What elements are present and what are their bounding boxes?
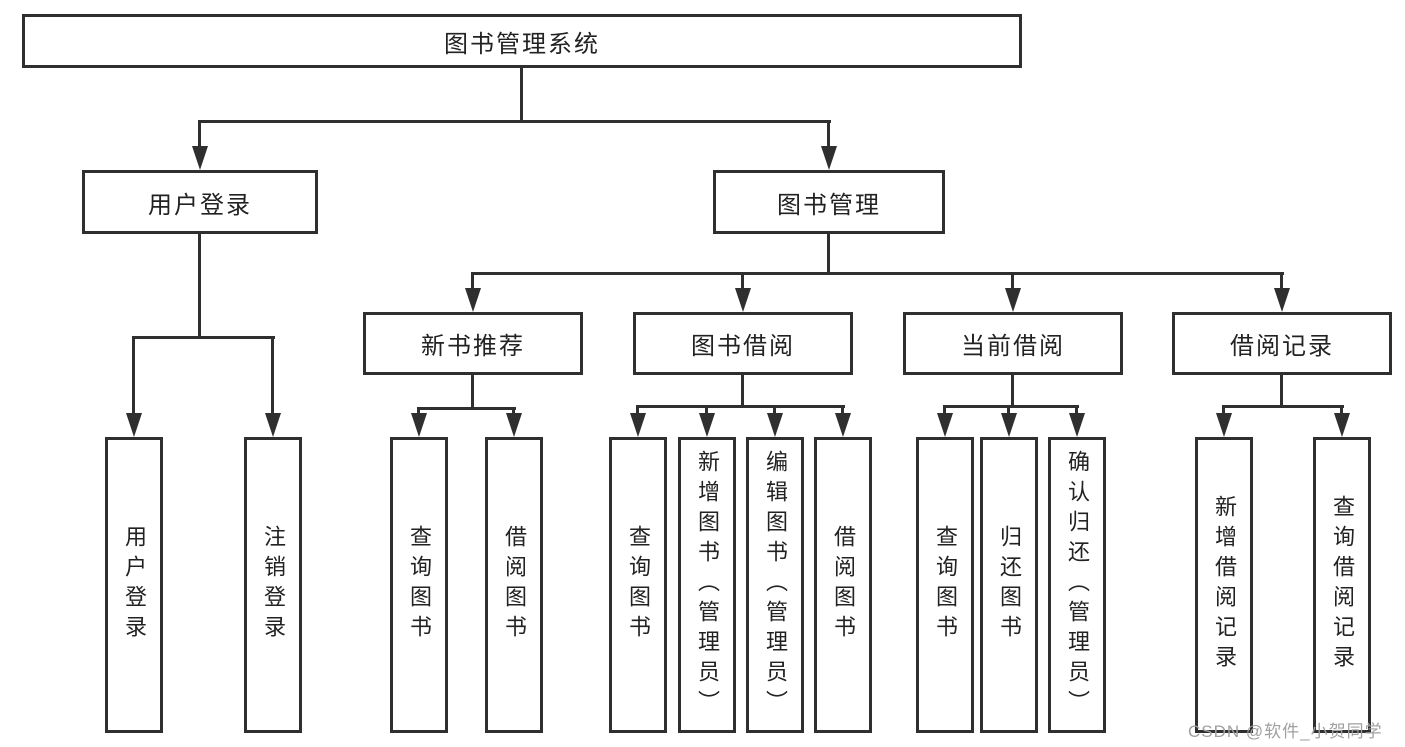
- connector-drop-current-borrow: [1011, 272, 1014, 292]
- connector-drop-book-management: [827, 120, 830, 150]
- arrow-down-icon: [835, 413, 851, 437]
- connector-drop-leaf-logout: [271, 336, 274, 416]
- node-library-management-system: 图书管理系统: [22, 14, 1022, 68]
- node-user-login: 用户登录: [82, 170, 318, 234]
- arrow-down-icon: [1005, 288, 1021, 312]
- arrow-down-icon: [1069, 413, 1085, 437]
- connector-drop-new-book: [471, 272, 474, 292]
- connector-drop: [636, 405, 639, 415]
- leaf-label: 注销登录: [261, 525, 286, 645]
- connector-drop: [773, 405, 776, 415]
- arrow-down-icon: [1274, 288, 1290, 312]
- leaf-label: 查询借阅记录: [1330, 495, 1355, 675]
- leaf-label: 新增图书（管理员）: [695, 450, 720, 720]
- arrow-down-icon: [1216, 413, 1232, 437]
- connector-drop: [1340, 405, 1343, 415]
- arrow-down-icon: [465, 288, 481, 312]
- node-label: 新书推荐: [421, 333, 525, 360]
- connector-drop: [1075, 405, 1078, 415]
- leaf-add-books-admin: 新增图书（管理员）: [678, 437, 736, 733]
- node-label: 图书借阅: [691, 333, 795, 360]
- connector-drop: [841, 405, 844, 415]
- arrow-down-icon: [937, 413, 953, 437]
- connector-drop-borrow-records: [1280, 272, 1283, 292]
- node-label: 借阅记录: [1230, 333, 1334, 360]
- connector-book-borrow-stem: [741, 375, 744, 405]
- arrow-down-icon: [506, 413, 522, 437]
- connector-current-borrow-bus: [943, 405, 1079, 408]
- leaf-add-borrow-record: 新增借阅记录: [1195, 437, 1253, 733]
- connector-drop: [943, 405, 946, 415]
- leaf-query-books: 查询图书: [916, 437, 974, 733]
- leaf-return-books: 归还图书: [980, 437, 1038, 733]
- connector-root-bus: [198, 120, 831, 123]
- leaf-query-books: 查询图书: [390, 437, 448, 733]
- connector-drop-book-borrow: [741, 272, 744, 292]
- connector-current-borrow-stem: [1011, 375, 1014, 405]
- connector-drop-leaf-user-login: [132, 336, 135, 416]
- connector-new-book-bus: [417, 407, 516, 410]
- leaf-label: 借阅图书: [831, 525, 856, 645]
- leaf-borrow-books: 借阅图书: [814, 437, 872, 733]
- connector-book-management-stem: [827, 234, 830, 272]
- leaf-label: 借阅图书: [502, 525, 527, 645]
- connector-user-login-stem: [198, 234, 201, 336]
- connector-borrow-records-stem: [1280, 375, 1283, 405]
- connector-new-book-stem: [471, 375, 474, 407]
- connector-root-stem: [520, 68, 523, 120]
- node-new-book-recommend: 新书推荐: [363, 312, 583, 375]
- connector-book-management-bus: [471, 272, 1284, 275]
- connector-drop: [705, 405, 708, 415]
- arrow-down-icon: [411, 413, 427, 437]
- leaf-user-login: 用户登录: [105, 437, 163, 733]
- leaf-label: 归还图书: [997, 525, 1022, 645]
- connector-borrow-records-bus: [1222, 405, 1344, 408]
- leaf-label: 编辑图书（管理员）: [763, 450, 788, 720]
- connector-user-login-bus: [132, 336, 275, 339]
- leaf-label: 确认归还（管理员）: [1065, 450, 1090, 720]
- arrow-down-icon: [1001, 413, 1017, 437]
- arrow-down-icon: [699, 413, 715, 437]
- node-book-management: 图书管理: [713, 170, 945, 234]
- connector-drop: [1222, 405, 1225, 415]
- leaf-confirm-return-admin: 确认归还（管理员）: [1048, 437, 1106, 733]
- arrow-down-icon: [126, 413, 142, 437]
- leaf-label: 查询图书: [407, 525, 432, 645]
- connector-book-borrow-bus: [636, 405, 845, 408]
- node-label: 图书管理: [777, 191, 881, 219]
- node-label: 当前借阅: [961, 333, 1065, 360]
- arrow-down-icon: [265, 413, 281, 437]
- leaf-label: 用户登录: [122, 525, 147, 645]
- leaf-logout: 注销登录: [244, 437, 302, 733]
- connector-drop-user-login: [198, 120, 201, 150]
- csdn-watermark: CSDN @软件_小贺同学: [1188, 722, 1383, 741]
- leaf-label: 查询图书: [626, 525, 651, 645]
- node-book-borrowing: 图书借阅: [633, 312, 853, 375]
- leaf-label: 新增借阅记录: [1212, 495, 1237, 675]
- leaf-query-books: 查询图书: [609, 437, 667, 733]
- connector-drop: [512, 407, 515, 415]
- connector-drop: [417, 407, 420, 415]
- leaf-borrow-books: 借阅图书: [485, 437, 543, 733]
- arrow-down-icon: [735, 288, 751, 312]
- node-label: 用户登录: [148, 191, 252, 219]
- leaf-query-borrow-record: 查询借阅记录: [1313, 437, 1371, 733]
- leaf-label: 查询图书: [933, 525, 958, 645]
- arrow-down-icon: [192, 146, 208, 170]
- arrow-down-icon: [1334, 413, 1350, 437]
- node-label: 图书管理系统: [444, 30, 600, 58]
- arrow-down-icon: [767, 413, 783, 437]
- node-current-borrowing: 当前借阅: [903, 312, 1123, 375]
- leaf-edit-books-admin: 编辑图书（管理员）: [746, 437, 804, 733]
- connector-drop: [1007, 405, 1010, 415]
- arrow-down-icon: [630, 413, 646, 437]
- node-borrowing-records: 借阅记录: [1172, 312, 1392, 375]
- arrow-down-icon: [821, 146, 837, 170]
